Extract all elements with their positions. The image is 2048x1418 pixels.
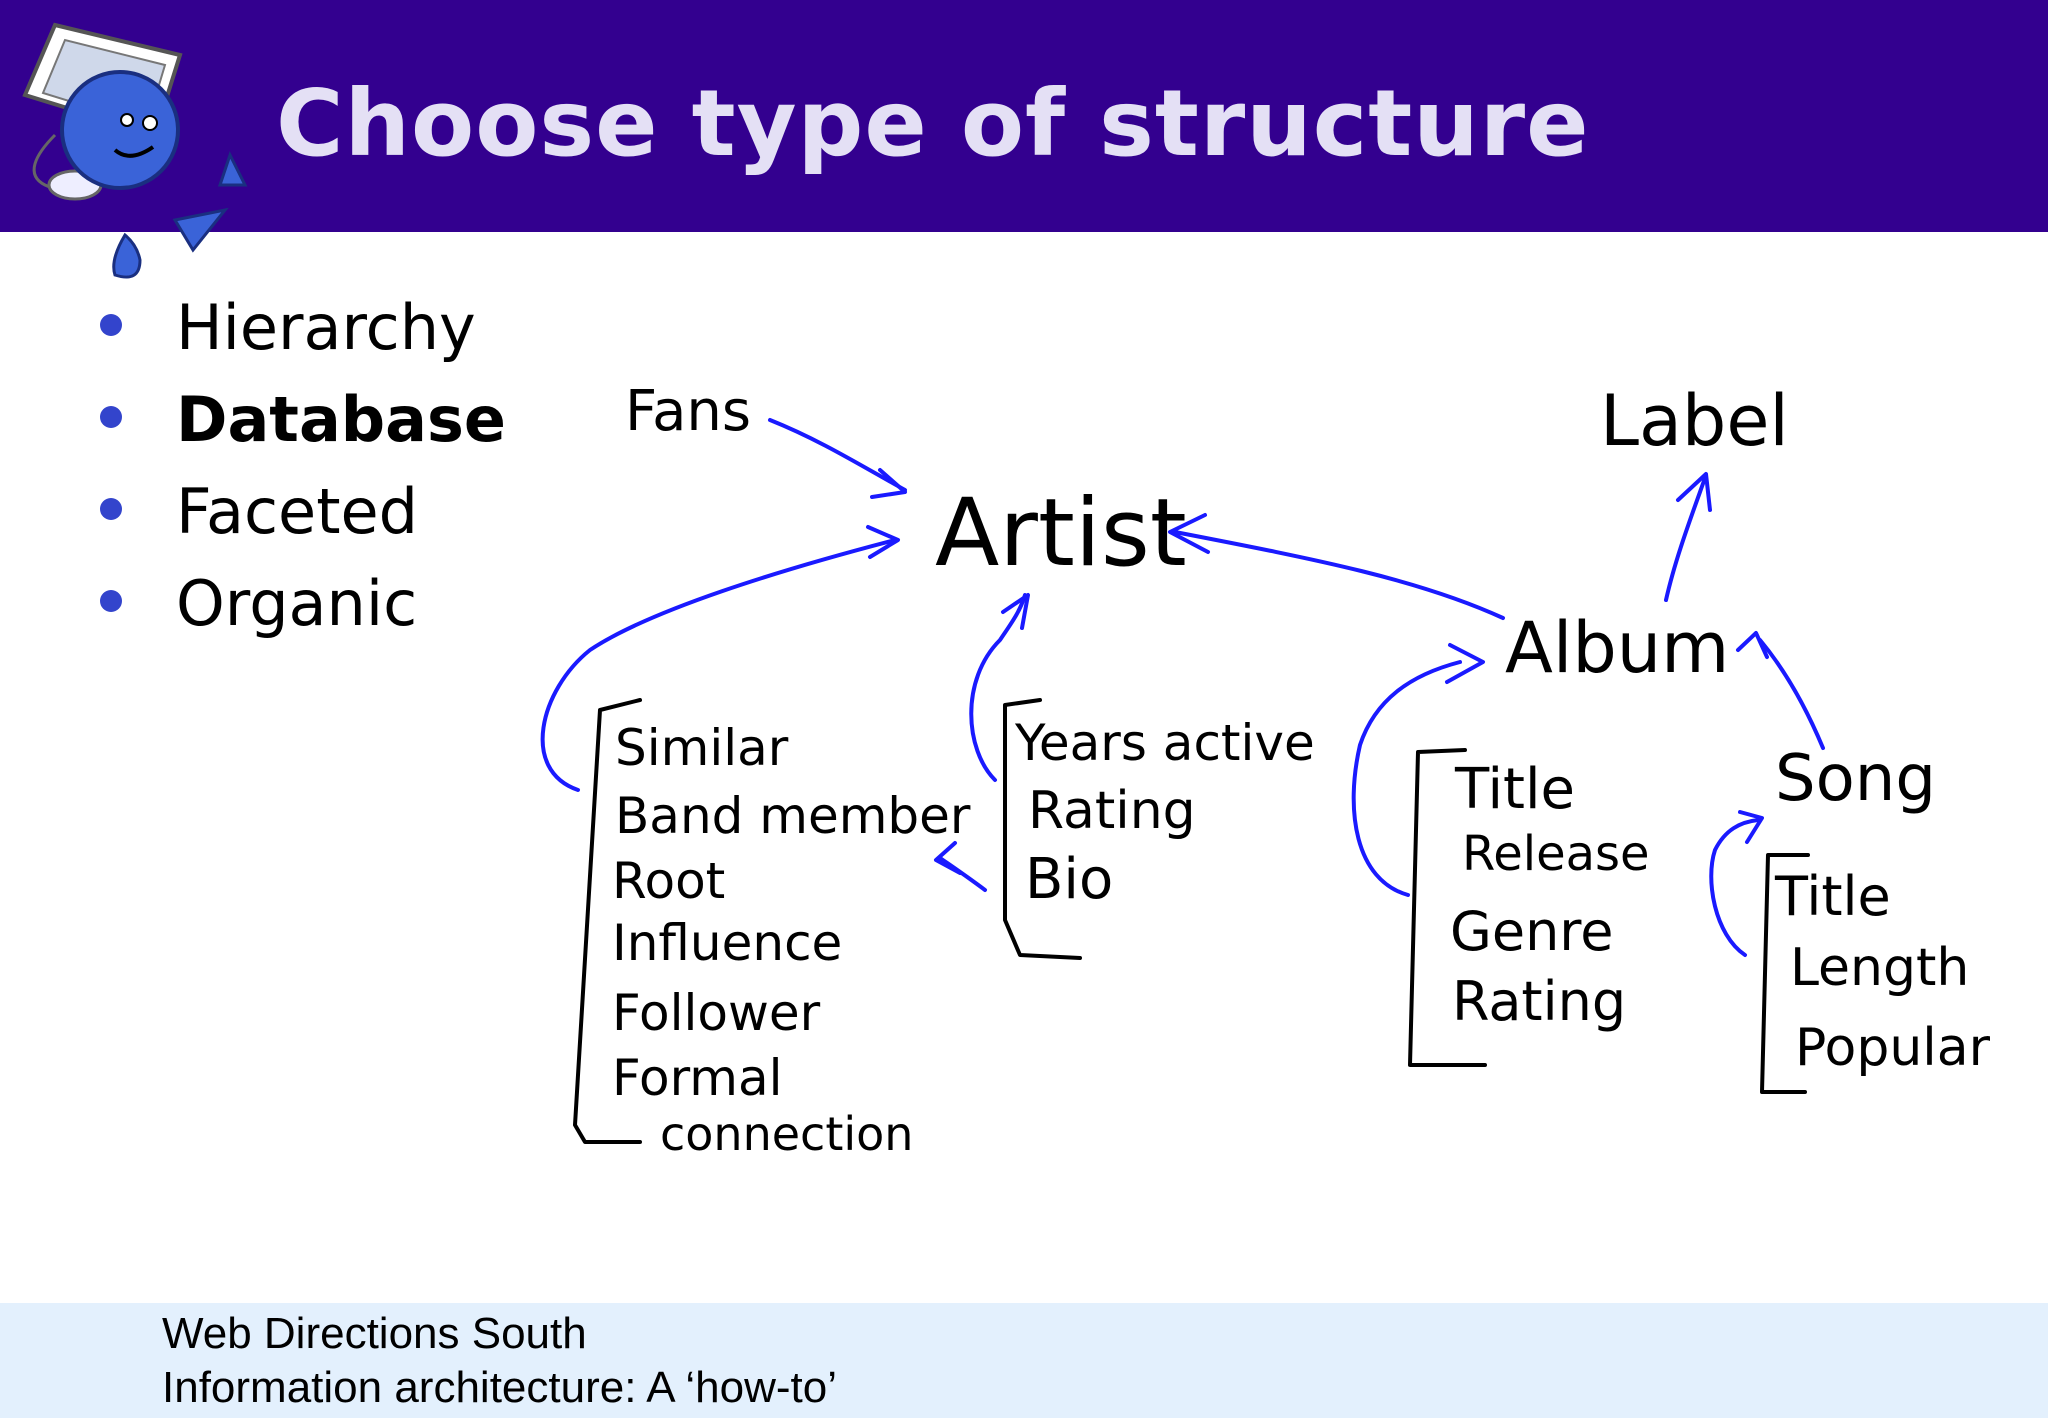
arrow-attributes-to-artist bbox=[969, 593, 1027, 782]
node-artist: Artist bbox=[935, 479, 1187, 588]
artist-attribute: Rating bbox=[1028, 781, 1196, 841]
bullet-dot-icon bbox=[100, 406, 122, 428]
bullet-item: Organic bbox=[100, 566, 506, 658]
node-song: Song bbox=[1775, 742, 1936, 816]
arrowhead-related bbox=[866, 525, 900, 559]
bullet-label: Hierarchy bbox=[176, 291, 476, 364]
song-attribute: Popular bbox=[1795, 1018, 1991, 1078]
title-bar: Choose type of structure bbox=[0, 0, 2048, 232]
arrow-related-to-artist bbox=[540, 538, 897, 792]
bullet-dot-icon bbox=[100, 314, 122, 336]
bullet-dot-icon bbox=[100, 498, 122, 520]
arrowhead-attributes bbox=[1001, 593, 1030, 630]
arrowhead-fans bbox=[870, 468, 907, 499]
arrow-album-to-artist bbox=[1173, 530, 1505, 620]
arrow-song-to-album bbox=[1758, 638, 1825, 750]
bracket-album-attributes bbox=[1408, 748, 1487, 1067]
footer-event-name: Web Directions South bbox=[162, 1309, 587, 1358]
node-label: Label bbox=[1600, 380, 1789, 462]
arrowhead-album-attributes bbox=[1445, 643, 1485, 684]
bullet-label: Database bbox=[176, 383, 506, 456]
related-item: Influence bbox=[612, 914, 842, 972]
footer-bar: Web Directions South Information archite… bbox=[0, 1303, 2048, 1418]
album-attribute: Rating bbox=[1452, 970, 1626, 1033]
bracket-artist-related bbox=[573, 698, 642, 1144]
structure-diagram: Fans Artist Label Album Song Similar Ban… bbox=[540, 379, 1991, 1161]
album-attribute: Title bbox=[1454, 757, 1575, 822]
arrowhead-artist-related bbox=[934, 841, 962, 875]
artist-attribute: Bio bbox=[1025, 847, 1113, 912]
related-item: Root bbox=[612, 852, 725, 910]
related-item: Similar bbox=[615, 719, 789, 777]
arrow-fans-to-artist bbox=[768, 418, 907, 492]
arrow-artist-to-related bbox=[938, 856, 987, 892]
bullet-label: Organic bbox=[176, 567, 418, 640]
arrowhead-song bbox=[1736, 631, 1769, 659]
arrow-song-attributes-to-song bbox=[1709, 818, 1760, 957]
artist-attribute: Years active bbox=[1014, 714, 1315, 772]
computer-mascot-icon bbox=[22, 22, 248, 279]
related-item: Formal bbox=[612, 1049, 782, 1107]
album-attribute: Release bbox=[1462, 826, 1650, 882]
related-item: Follower bbox=[612, 984, 821, 1042]
bullet-item: Hierarchy bbox=[100, 290, 506, 382]
arrowhead-album-artist bbox=[1168, 513, 1210, 554]
related-item: connection bbox=[660, 1107, 913, 1161]
bracket-artist-attributes bbox=[1003, 698, 1082, 960]
related-item: Band member bbox=[615, 787, 971, 845]
song-attribute: Title bbox=[1774, 865, 1891, 928]
bullet-item: Faceted bbox=[100, 474, 506, 566]
bullet-list: Hierarchy Database Faceted Organic bbox=[100, 290, 506, 658]
bullet-dot-icon bbox=[100, 590, 122, 612]
bracket-song-attributes bbox=[1760, 853, 1810, 1094]
slide-title: Choose type of structure bbox=[276, 70, 1590, 177]
arrow-album-attributes-to-album bbox=[1351, 660, 1462, 897]
footer-talk-title: Information architecture: A ‘how-to’ bbox=[162, 1363, 837, 1412]
bullet-label: Faceted bbox=[176, 475, 419, 548]
node-album: Album bbox=[1505, 607, 1729, 689]
album-attribute: Genre bbox=[1450, 900, 1614, 963]
arrow-album-to-label bbox=[1664, 476, 1707, 602]
arrowhead-song-attributes bbox=[1738, 810, 1764, 844]
arrowhead-label bbox=[1676, 472, 1712, 512]
bullet-item: Database bbox=[100, 382, 506, 474]
node-fans: Fans bbox=[625, 379, 751, 444]
song-attribute: Length bbox=[1790, 938, 1969, 998]
